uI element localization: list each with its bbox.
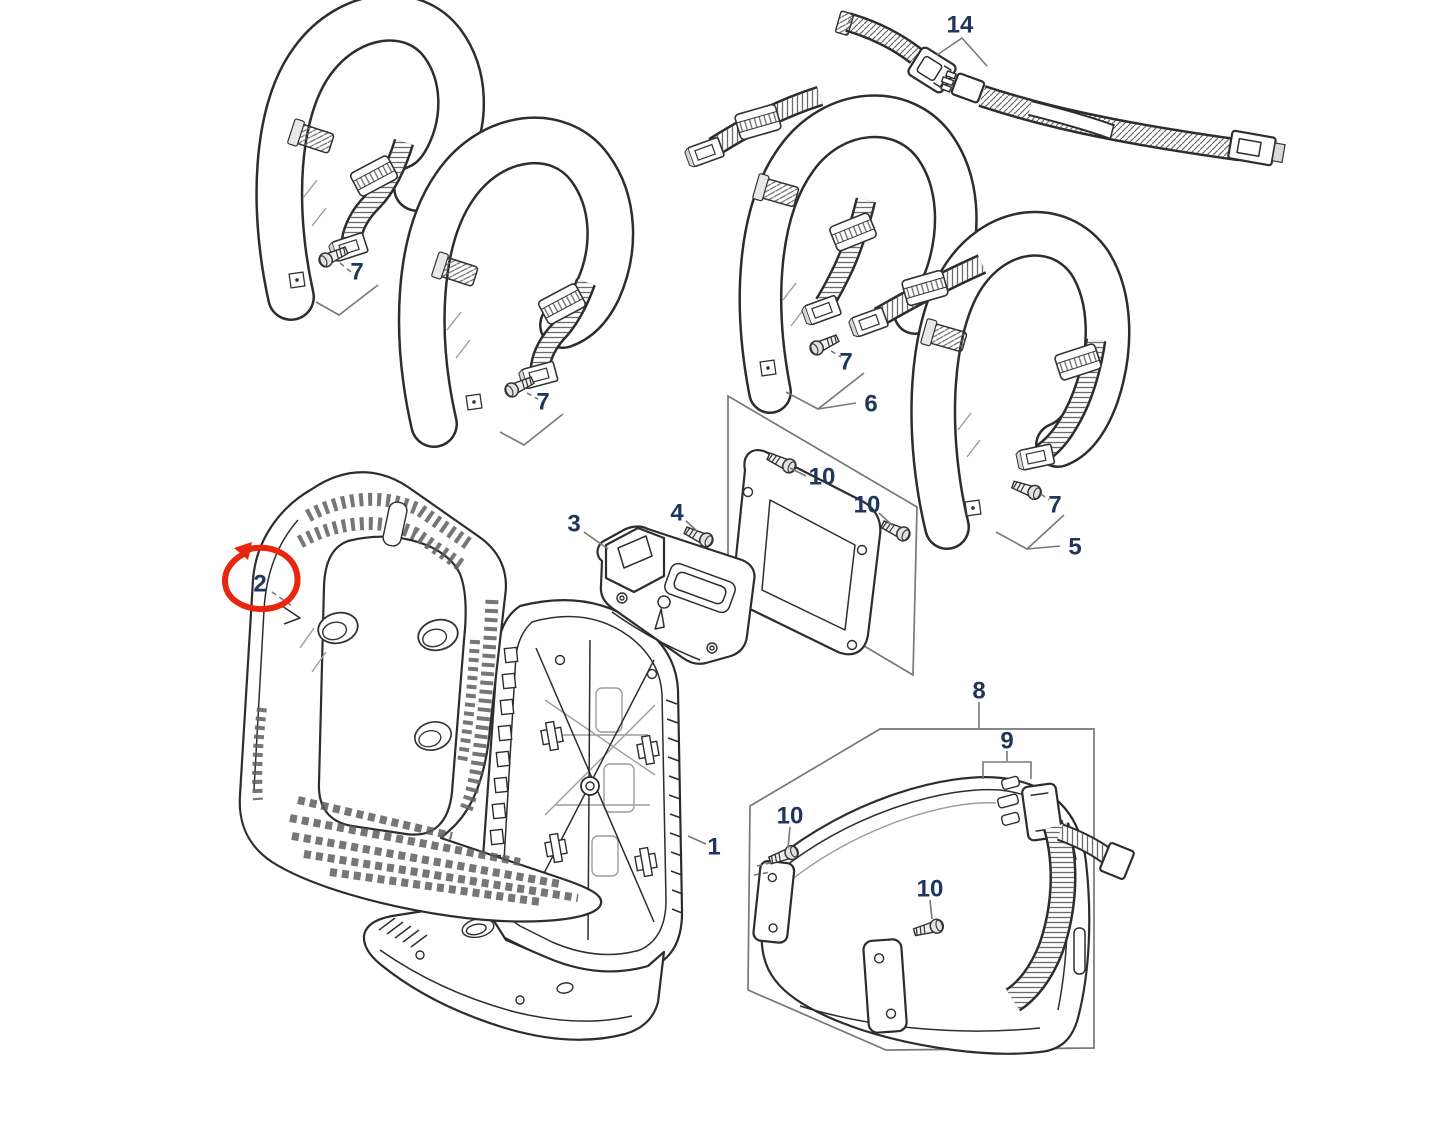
strap-tag xyxy=(759,359,777,377)
shoulder-strap-b[interactable] xyxy=(397,116,635,448)
hip-belt-assembly[interactable] xyxy=(747,728,1135,1055)
hip-belt-buckle[interactable] xyxy=(997,775,1135,1012)
callout-10-hip-a[interactable]: 10 xyxy=(777,803,804,830)
chest-strap-assembly[interactable] xyxy=(834,10,1286,168)
strap-slider-buckle xyxy=(827,211,879,253)
strap-tag xyxy=(964,499,982,517)
strap-end-buckle xyxy=(799,294,843,328)
strap-end-buckle xyxy=(1014,443,1056,472)
annotation-arrow-tip xyxy=(234,542,252,560)
annotation-circle-part-2 xyxy=(222,542,301,612)
screw-icon xyxy=(807,331,842,358)
vented-back-cover[interactable] xyxy=(238,471,603,923)
callout-8-hip-belt[interactable]: 8 xyxy=(972,678,985,705)
handle-bracket[interactable] xyxy=(596,523,756,665)
callout-labels: 7 7 14 7 6 7 5 3 4 10 10 2 1 8 9 10 10 xyxy=(253,12,1081,903)
callout-10-pad-b[interactable]: 10 xyxy=(854,492,881,519)
callout-14-chest-strap[interactable]: 14 xyxy=(947,12,974,39)
strap-end-buckle xyxy=(682,136,726,170)
shoulder-strap-a[interactable] xyxy=(255,0,485,321)
chest-strap-end-buckle xyxy=(1227,129,1286,167)
callout-6-harness-left[interactable]: 6 xyxy=(864,391,877,418)
callout-10-hip-b[interactable]: 10 xyxy=(917,876,944,903)
screw-icon xyxy=(1009,477,1044,502)
belt-plate xyxy=(862,938,908,1034)
chest-buckle-female xyxy=(940,70,986,104)
callout-leader-lines xyxy=(271,36,1065,920)
callout-3-handle-bracket[interactable]: 3 xyxy=(567,511,580,538)
back-pad-assembly[interactable] xyxy=(727,394,918,677)
strap-slider-buckle xyxy=(733,102,783,142)
callout-9-buckle[interactable]: 9 xyxy=(1000,728,1013,755)
callout-4-screw[interactable]: 4 xyxy=(670,500,684,527)
belt-plate xyxy=(752,860,796,944)
harness-strap-right[interactable] xyxy=(846,210,1131,550)
callout-5-harness-right[interactable]: 5 xyxy=(1068,534,1081,561)
callout-2-back-cover[interactable]: 2 xyxy=(253,571,266,598)
callout-7-strap-b[interactable]: 7 xyxy=(536,389,549,416)
callout-7-strap-a[interactable]: 7 xyxy=(350,259,363,286)
strap-end-buckle xyxy=(846,306,890,340)
callout-10-pad-a[interactable]: 10 xyxy=(809,464,836,491)
callout-1-frame[interactable]: 1 xyxy=(707,834,720,861)
strap-tag xyxy=(288,271,306,289)
screw-icon xyxy=(878,517,913,544)
callout-7-harness-left[interactable]: 7 xyxy=(839,349,852,376)
callout-7-harness-right[interactable]: 7 xyxy=(1048,492,1061,519)
strap-tag xyxy=(465,393,483,411)
